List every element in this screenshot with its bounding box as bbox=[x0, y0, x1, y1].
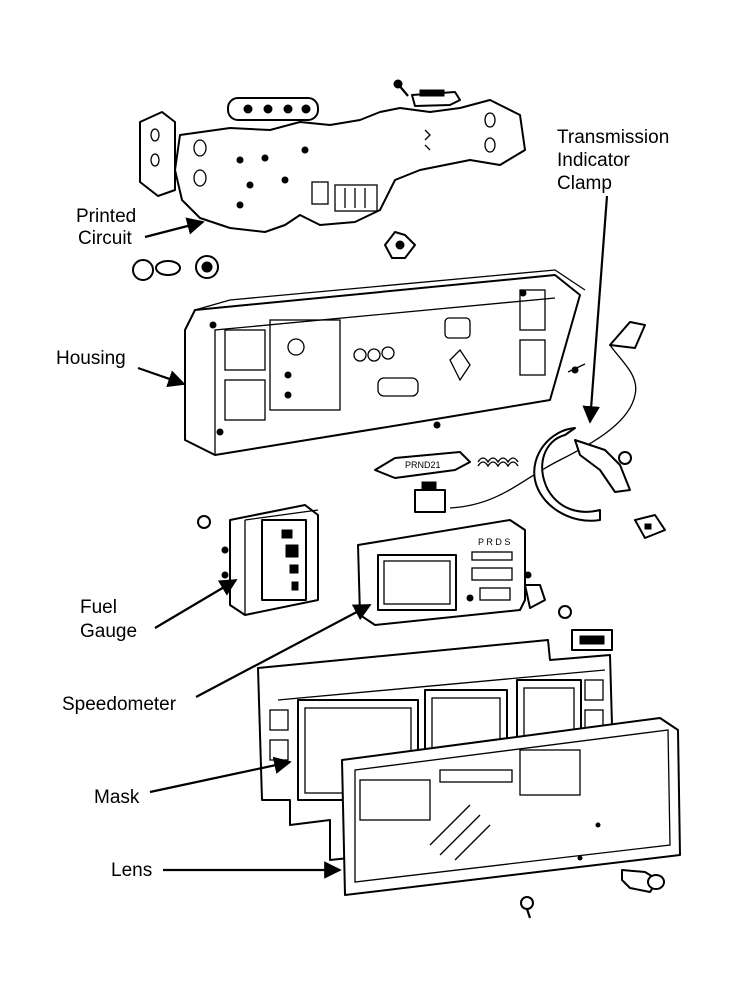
printed-circuit-leader bbox=[144, 217, 205, 239]
spring-part bbox=[477, 457, 519, 468]
printed-circuit-label-line2: Circuit bbox=[78, 228, 133, 249]
mask-leader bbox=[149, 756, 292, 794]
label-transmission-indicator-clamp: Transmission Indicator Clamp bbox=[557, 127, 669, 194]
housing-label: Housing bbox=[56, 348, 126, 369]
lens-part bbox=[341, 717, 681, 896]
connector-part bbox=[414, 481, 446, 513]
mask-label: Mask bbox=[94, 787, 140, 808]
fuel-gauge-label-line1: Fuel bbox=[80, 597, 117, 618]
bulb-sockets-part bbox=[132, 255, 219, 281]
transmission-clamp-leader bbox=[582, 195, 609, 424]
shift-indicator-marking: PRND21 bbox=[405, 460, 441, 470]
fuel-gauge-label-line2: Gauge bbox=[80, 621, 137, 642]
fuel-gauge-part bbox=[197, 504, 319, 616]
transmission-label-line3: Clamp bbox=[557, 173, 612, 194]
speedometer-top-marking: P R D S bbox=[478, 537, 510, 547]
speedometer-leader bbox=[195, 604, 372, 698]
transmission-label-line1: Transmission bbox=[557, 127, 669, 148]
label-fuel-gauge: Fuel Gauge bbox=[80, 597, 137, 642]
lamp-strip-part bbox=[227, 97, 319, 121]
bottom-hardware-part bbox=[520, 869, 665, 919]
printed-circuit-part bbox=[139, 99, 526, 233]
speedometer-part: P R D S bbox=[357, 519, 572, 626]
small-bezel-part bbox=[571, 629, 613, 651]
shift-indicator-part: PRND21 bbox=[374, 451, 471, 479]
lens-label: Lens bbox=[111, 860, 152, 881]
housing-leader bbox=[137, 366, 186, 388]
housing-part bbox=[184, 269, 586, 456]
fuel-gauge-leader bbox=[154, 579, 238, 629]
label-printed-circuit: Printed Circuit bbox=[76, 206, 136, 249]
speedometer-label: Speedometer bbox=[62, 694, 177, 715]
transmission-indicator-clamp-part bbox=[449, 321, 666, 539]
printed-circuit-label-line1: Printed bbox=[76, 206, 136, 227]
top-bracket-part bbox=[393, 79, 461, 107]
transmission-label-line2: Indicator bbox=[557, 150, 631, 171]
knob-part bbox=[384, 231, 416, 259]
